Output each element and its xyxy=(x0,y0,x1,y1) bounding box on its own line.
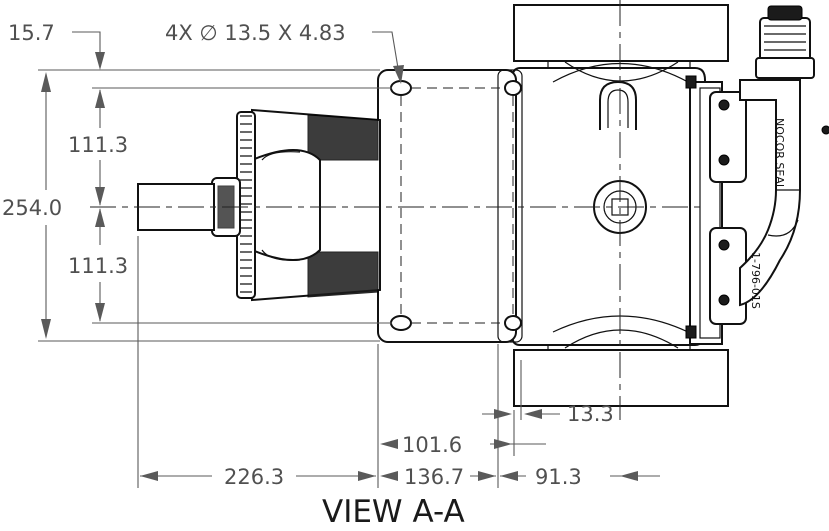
fitting-nut xyxy=(755,57,815,79)
coupling-mesh-top xyxy=(307,114,379,161)
arrow-body-offset-left xyxy=(494,409,512,419)
small-fitting xyxy=(821,125,829,135)
arrow-hole-callout xyxy=(393,65,404,84)
coupling-mesh-bottom xyxy=(307,251,379,298)
arrow-body-half-right xyxy=(620,471,638,481)
dim-offset-top-leader xyxy=(72,31,101,66)
arrow-body-offset-right xyxy=(524,409,542,419)
dim-shaft-length-label: 226.3 xyxy=(224,465,284,489)
center-lines xyxy=(90,0,705,420)
dim-mount-width-label: 136.7 xyxy=(404,465,464,489)
bolt-hole-bottom-right xyxy=(504,315,522,331)
mounting-bracket xyxy=(377,69,517,343)
upper-slot xyxy=(599,80,637,130)
dim-body-half-label: 91.3 xyxy=(535,465,582,489)
dim-body-offset-label: 13.3 xyxy=(567,402,614,426)
arrow-shaft-length-left xyxy=(140,471,158,481)
cover-bolt-1 xyxy=(685,75,697,89)
seal-dot-4 xyxy=(718,294,730,306)
arrow-half-lower-top xyxy=(95,208,105,227)
seal-dot-2 xyxy=(718,154,730,166)
arrow-half-lower-bottom xyxy=(95,303,105,322)
bell-curve-upper xyxy=(261,151,301,161)
arrow-mount-width-left xyxy=(380,471,398,481)
arrow-flange-offset-left xyxy=(380,439,398,449)
arrow-half-upper-top xyxy=(95,89,105,108)
bottom-neck xyxy=(547,345,691,350)
gear-teeth xyxy=(240,115,252,293)
hole-callout-label: 4X ∅ 13.5 X 4.83 xyxy=(165,21,346,45)
arrow-offset-top xyxy=(95,52,105,70)
top-neck xyxy=(547,61,691,68)
flush-pipe xyxy=(739,79,801,307)
arrow-body-half-left xyxy=(500,471,518,481)
view-title: VIEW A-A xyxy=(322,494,465,530)
cover-bolt-2 xyxy=(685,325,697,339)
pump-assembly: NOCOR SEAL 1-796-01S xyxy=(137,4,829,407)
seal-dot-3 xyxy=(718,239,730,251)
seal-dot-1 xyxy=(718,99,730,111)
arrow-overall-top xyxy=(41,72,51,92)
pipe-elbow-line xyxy=(767,219,799,237)
dim-flange-offset-label: 101.6 xyxy=(402,433,462,457)
arrow-overall-bottom xyxy=(41,319,51,339)
stamp-top-text: NOCOR SEAL xyxy=(773,118,786,191)
dim-overall-height-label: 254.0 xyxy=(2,196,62,220)
stamp-code-text: 1-796-01S xyxy=(749,252,762,309)
bolt-hole-bottom-left xyxy=(390,315,412,331)
dim-half-upper-label: 111.3 xyxy=(68,133,128,157)
seal-cover-inner xyxy=(699,87,721,339)
bottom-flange xyxy=(513,349,729,407)
bottom-port-inner xyxy=(564,329,679,349)
bracket-flange xyxy=(497,69,523,343)
fitting-thread xyxy=(764,25,806,51)
dimension-labels: 15.7 4X ∅ 13.5 X 4.83 111.3 254.0 111.3 … xyxy=(2,21,614,489)
dim-half-lower-label: 111.3 xyxy=(68,254,128,278)
bell-housing xyxy=(251,149,321,261)
fitting-cap xyxy=(767,5,803,21)
top-flange xyxy=(513,4,729,62)
upper-slot-inner xyxy=(607,89,629,128)
dimension-lines xyxy=(38,31,660,488)
arrow-shaft-length-right xyxy=(358,471,376,481)
hole-callout-leader xyxy=(372,31,401,81)
bolt-hole-top-right xyxy=(504,80,522,96)
dim-offset-top-label: 15.7 xyxy=(8,21,55,45)
arrow-flange-offset-right xyxy=(494,439,512,449)
bell-curve-lower xyxy=(261,249,301,261)
arrow-mount-width-right xyxy=(478,471,496,481)
arrow-half-upper-bottom xyxy=(95,187,105,206)
top-port-inner xyxy=(564,61,679,82)
